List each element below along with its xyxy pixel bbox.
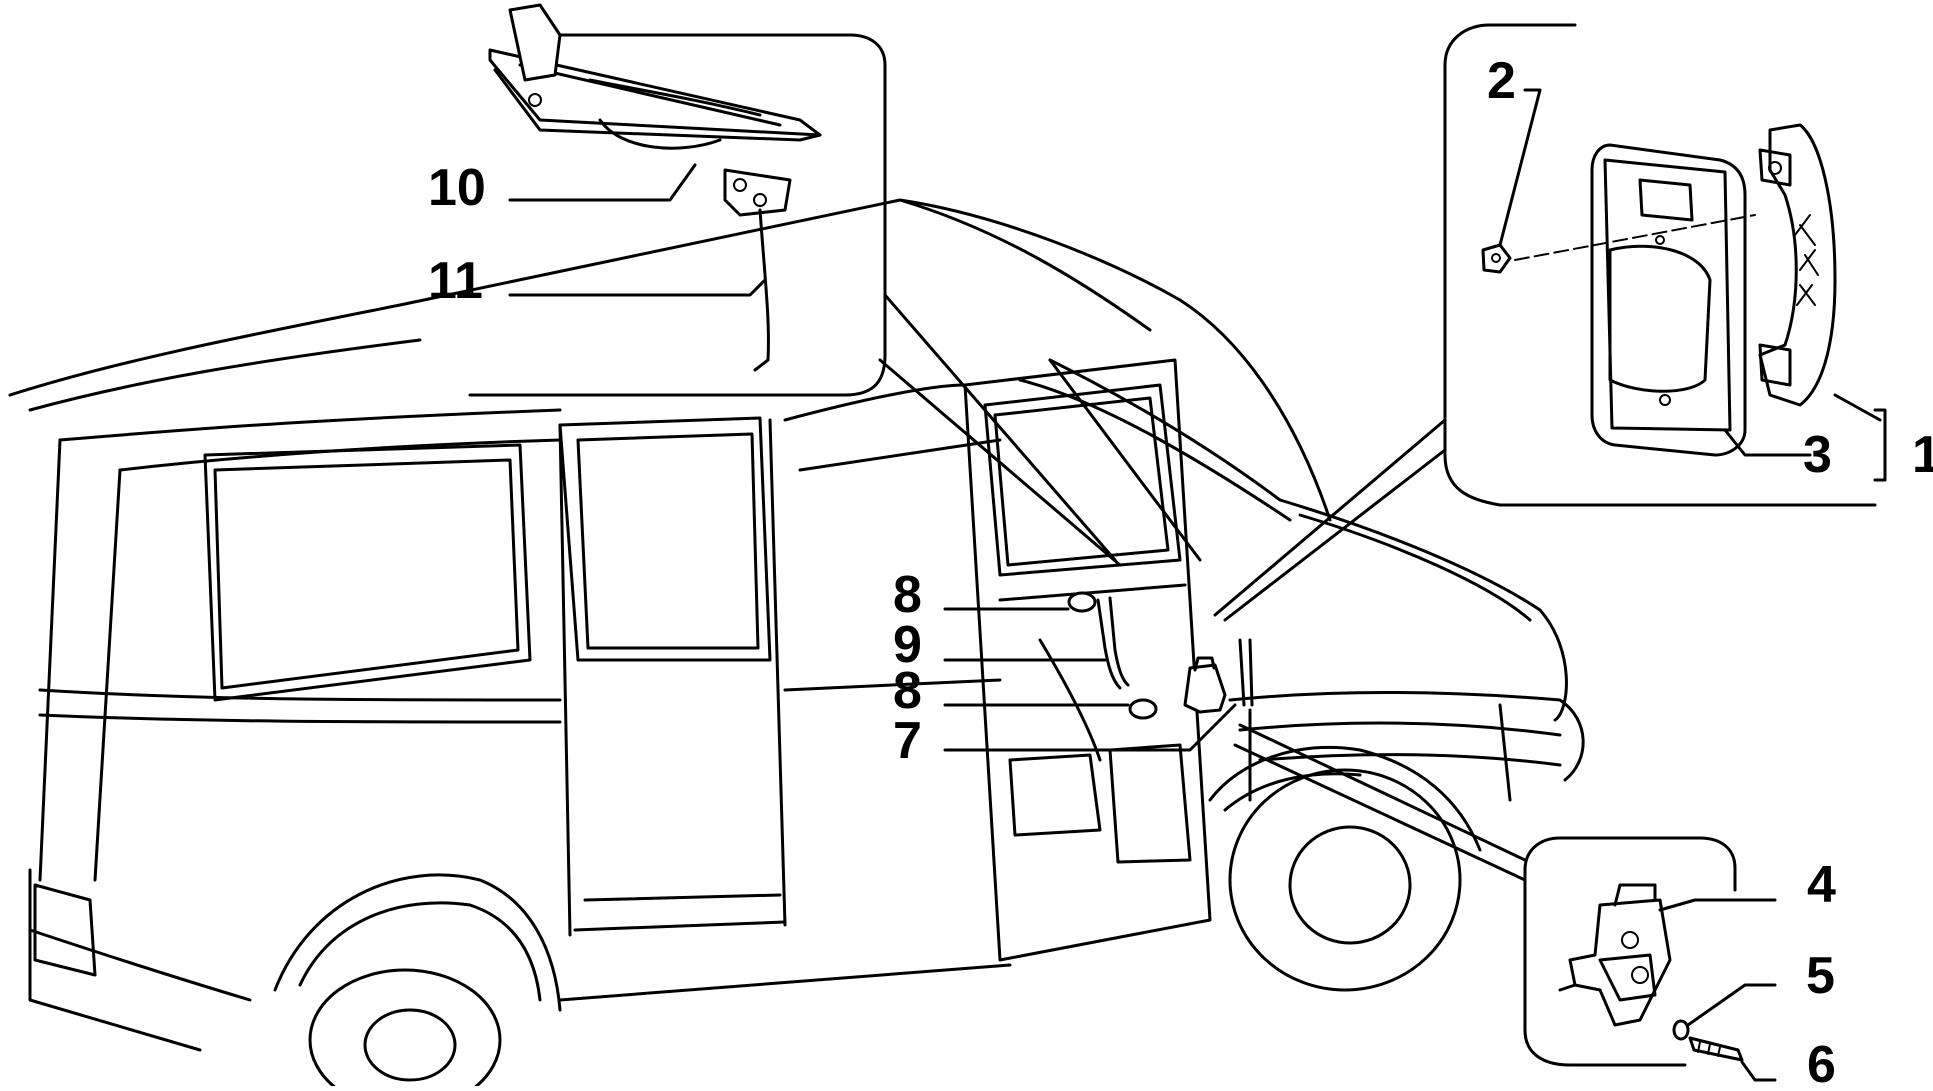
callout-4: 4	[1807, 856, 1836, 914]
washer-part	[1672, 1019, 1690, 1041]
callout-1: 1	[1912, 426, 1933, 484]
van-illustration	[8, 198, 1585, 1091]
callout-8-upper: 8	[893, 566, 922, 624]
callout-9: 9	[893, 616, 922, 674]
rod-door-part	[1096, 598, 1122, 690]
callout-2: 2	[1487, 52, 1516, 110]
callout-10: 10	[428, 159, 486, 217]
inset-bottom-right	[1233, 723, 1777, 1082]
rod-part	[723, 168, 792, 372]
inset-top-left	[468, 3, 1122, 567]
door-parts	[943, 591, 1254, 752]
nut-part	[1481, 243, 1512, 274]
callout-6: 6	[1807, 1036, 1836, 1086]
callout-3: 3	[1803, 426, 1832, 484]
screw-part	[1688, 1036, 1744, 1062]
callout-11: 11	[428, 252, 483, 310]
inset-top-right	[1213, 23, 1887, 622]
plug-upper-part	[1067, 591, 1097, 613]
inner-handle-part	[488, 3, 822, 150]
plug-lower-part	[1128, 698, 1158, 720]
callout-7: 7	[893, 712, 922, 770]
callout-labels: 1 2 3 4 5 6 7 8 8 9 10 11	[428, 52, 1933, 1091]
escutcheon-part	[1590, 143, 1747, 457]
latch-part	[1558, 883, 1672, 1027]
door-latch-part	[1183, 638, 1254, 714]
grab-handle-part	[1758, 123, 1837, 407]
callout-8-lower: 8	[893, 662, 922, 720]
callout-5: 5	[1806, 947, 1835, 1005]
